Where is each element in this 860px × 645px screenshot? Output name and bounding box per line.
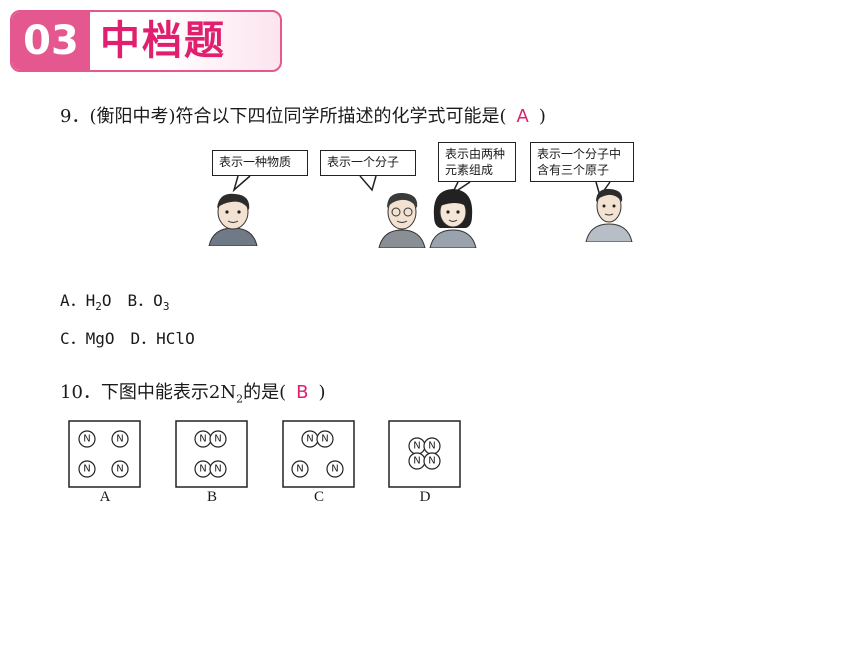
speech-bubble-2: 表示一个分子 xyxy=(320,150,416,176)
svg-text:N: N xyxy=(214,434,221,445)
atom: N xyxy=(111,460,129,478)
diagram-d: N N N N xyxy=(388,420,461,488)
atom: N xyxy=(209,430,227,448)
svg-text:N: N xyxy=(413,456,420,467)
diagram-a: N N N N xyxy=(68,420,141,488)
diagram-c: N N N N xyxy=(282,420,355,488)
question-10: 10．下图中能表示2N2的是(B) xyxy=(60,382,326,406)
svg-text:N: N xyxy=(413,441,420,452)
student-glasses-icon xyxy=(378,192,426,248)
atom: N xyxy=(423,437,441,455)
svg-text:N: N xyxy=(199,434,206,445)
svg-text:N: N xyxy=(83,434,90,445)
student-boy-2-icon xyxy=(585,188,633,242)
atom: N xyxy=(78,460,96,478)
svg-text:N: N xyxy=(116,464,123,475)
svg-text:N: N xyxy=(214,464,221,475)
section-title: 中档题 xyxy=(100,18,226,64)
atom: N xyxy=(111,430,129,448)
atom: N xyxy=(408,452,426,470)
svg-text:N: N xyxy=(83,464,90,475)
question-9-answer: A xyxy=(516,106,529,127)
diagram-label-c: C xyxy=(313,489,324,505)
svg-text:N: N xyxy=(199,464,206,475)
speech-bubble-3: 表示由两种元素组成 xyxy=(438,142,516,182)
section-number: 03 xyxy=(12,12,90,70)
question-9-options-ab: A．H2O B．O3 xyxy=(60,291,170,314)
diagram-label-d: D xyxy=(419,489,431,505)
question-9-text: 9．(衡阳中考)符合以下四位同学所描述的化学式可能是( xyxy=(60,106,507,127)
question-10-text: 10．下图中能表示2N xyxy=(60,382,237,403)
svg-text:N: N xyxy=(428,441,435,452)
atom: N xyxy=(78,430,96,448)
svg-text:N: N xyxy=(306,434,313,445)
question-10-answer: B xyxy=(296,382,309,403)
atom: N xyxy=(209,460,227,478)
atom: N xyxy=(194,430,212,448)
svg-text:N: N xyxy=(428,456,435,467)
question-9-options-cd: C．MgO D．HClO xyxy=(60,329,195,348)
atom: N xyxy=(316,430,334,448)
speech-bubble-1: 表示一种物质 xyxy=(212,150,308,176)
section-header: 03 中档题 xyxy=(10,10,282,72)
student-girl-icon xyxy=(429,189,477,248)
svg-text:N: N xyxy=(116,434,123,445)
svg-text:N: N xyxy=(296,464,303,475)
diagram-b: N N N N xyxy=(175,420,248,488)
atom: N xyxy=(326,460,344,478)
diagram-label-b: B xyxy=(206,489,217,505)
atom: N xyxy=(408,437,426,455)
atom: N xyxy=(291,460,309,478)
question-9: 9．(衡阳中考)符合以下四位同学所描述的化学式可能是(A) xyxy=(60,106,546,127)
atom: N xyxy=(301,430,319,448)
diagram-label-a: A xyxy=(99,489,111,505)
atom: N xyxy=(194,460,212,478)
speech-bubble-4: 表示一个分子中含有三个原子 xyxy=(530,142,634,182)
svg-text:N: N xyxy=(331,464,338,475)
svg-text:N: N xyxy=(321,434,328,445)
student-boy-1-icon xyxy=(208,193,258,246)
atom: N xyxy=(423,452,441,470)
